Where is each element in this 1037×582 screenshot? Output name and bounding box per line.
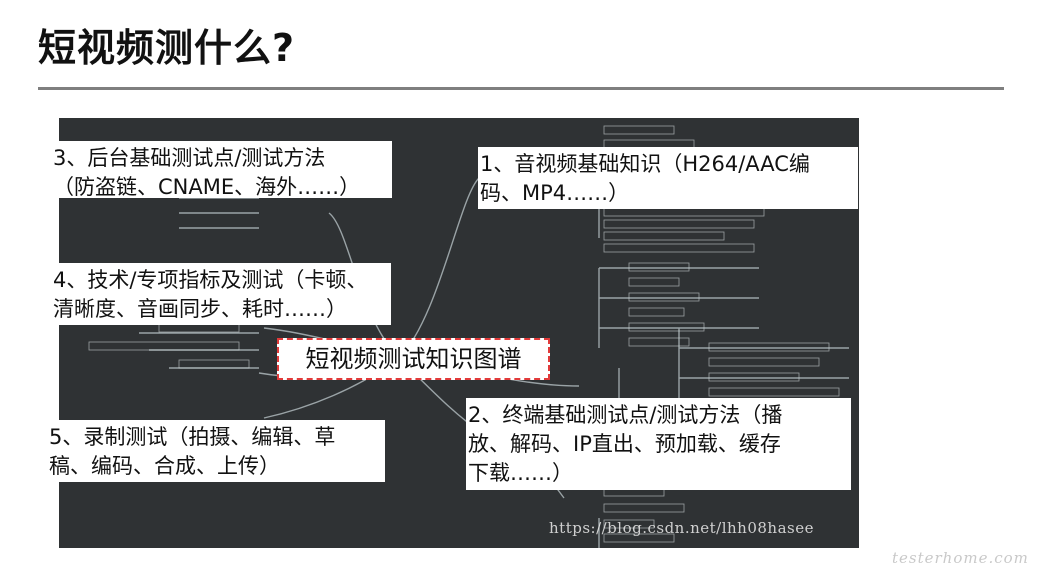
callout-av-basics: 1、音视频基础知识（H264/AAC编 码、MP4……） xyxy=(478,147,858,209)
mindmap-node xyxy=(603,231,725,241)
mindmap-node xyxy=(628,262,690,272)
branch-line xyxy=(398,177,480,359)
mindmap-node xyxy=(628,292,700,302)
testerhome-watermark: testerhome.com xyxy=(892,549,1029,567)
mindmap-node xyxy=(603,219,755,229)
mindmap-node xyxy=(708,357,820,367)
callout-recording-testing: 5、录制测试（拍摄、编辑、草 稿、编码、合成、上传） xyxy=(47,420,385,482)
callout-client-testing: 2、终端基础测试点/测试方法（播 放、解码、IP直出、预加载、缓存 下载……） xyxy=(466,398,851,490)
mindmap-node xyxy=(708,372,800,382)
slide-title: 短视频测什么? xyxy=(38,26,296,70)
mindmap-node xyxy=(88,341,240,351)
mindmap-node xyxy=(603,533,675,543)
mindmap-node xyxy=(628,307,685,317)
mindmap-node xyxy=(708,387,840,397)
mindmap-center-node: 短视频测试知识图谱 xyxy=(277,338,550,380)
mindmap-node xyxy=(603,125,675,135)
title-divider xyxy=(38,87,1004,90)
mindmap-node xyxy=(628,322,705,332)
callout-metrics-testing: 4、技术/专项指标及测试（卡顿、 清晰度、音画同步、耗时……） xyxy=(51,263,391,325)
callout-backend-testing: 3、后台基础测试点/测试方法 （防盗链、CNAME、海外……） xyxy=(51,141,392,199)
mindmap-node xyxy=(603,519,655,529)
csdn-watermark: https://blog.csdn.net/lhh08hasee xyxy=(549,519,814,537)
mindmap-node xyxy=(628,277,680,287)
mindmap-node xyxy=(708,342,830,352)
mindmap-node xyxy=(603,503,685,513)
mindmap-node xyxy=(178,359,250,369)
mindmap-node xyxy=(158,323,240,333)
mindmap-node xyxy=(603,207,765,217)
mindmap-node xyxy=(603,243,755,253)
mindmap-node xyxy=(628,337,690,347)
